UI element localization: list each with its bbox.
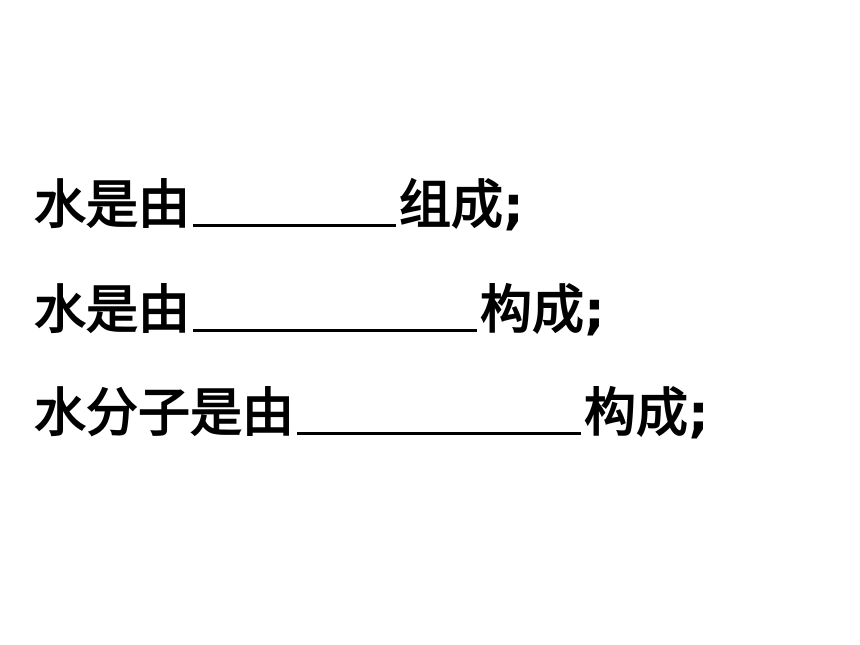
- answer-blank-3: [297, 388, 582, 435]
- question-line-3: 水分子是由 构成;: [34, 384, 709, 440]
- question-line-2: 水是由 构成;: [34, 281, 605, 337]
- question-line-1: 水是由 组成;: [34, 176, 524, 232]
- question-2-suffix: 构成;: [480, 281, 605, 341]
- question-1-suffix: 组成;: [399, 176, 524, 236]
- answer-blank-2: [193, 285, 478, 332]
- question-2-prefix: 水是由: [34, 281, 191, 341]
- answer-blank-1: [193, 180, 397, 227]
- question-3-prefix: 水分子是由: [34, 384, 295, 444]
- question-3-suffix: 构成;: [584, 384, 709, 444]
- question-1-prefix: 水是由: [34, 176, 191, 236]
